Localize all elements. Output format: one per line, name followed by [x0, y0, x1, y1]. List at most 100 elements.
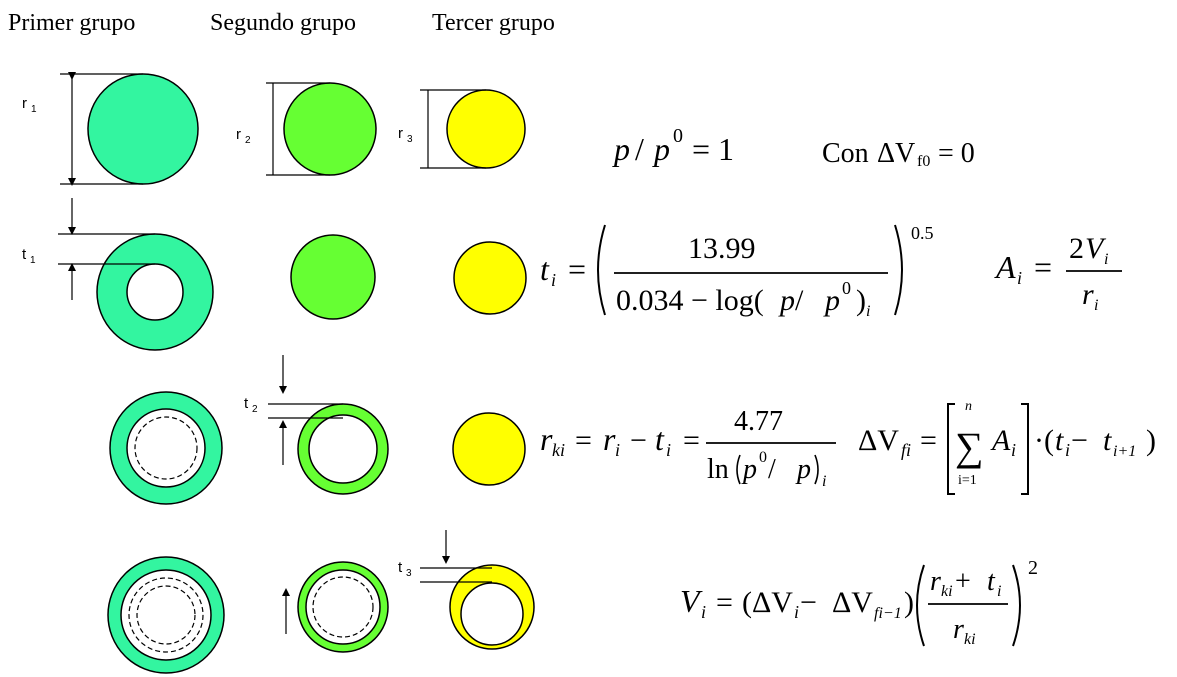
svg-text:/: / [795, 284, 804, 317]
svg-text:2: 2 [252, 404, 258, 415]
formula-film-volume-change: ΔV fi = n ∑ i=1 A i · ( t i − t i+1 ) [858, 399, 1156, 495]
svg-text:·: · [1034, 424, 1044, 457]
svg-text:=: = [1034, 249, 1052, 285]
svg-text:=: = [568, 251, 586, 287]
svg-text:f0: f0 [917, 153, 930, 170]
svg-text:i: i [701, 602, 706, 622]
svg-text:): ) [856, 284, 866, 317]
svg-text:r: r [540, 421, 553, 457]
formula-relative-pressure: p / p 0 = 1 [612, 125, 734, 167]
svg-text:=: = [683, 424, 700, 457]
svg-text:=: = [920, 424, 937, 457]
svg-text:i: i [866, 303, 870, 320]
svg-text:t: t [987, 566, 996, 597]
svg-text:p: p [612, 131, 630, 167]
svg-text:2: 2 [1069, 232, 1084, 265]
svg-text:r: r [1082, 278, 1094, 311]
svg-text:): ) [1146, 424, 1156, 457]
third-group-pore-full-row3 [452, 412, 526, 486]
svg-text:0: 0 [759, 449, 767, 466]
label-t1: t 1 [22, 246, 36, 266]
row-2: t 1 [22, 198, 527, 351]
svg-text:0.5: 0.5 [911, 223, 934, 243]
svg-text:t: t [244, 395, 249, 412]
svg-text:(: ( [1044, 424, 1054, 457]
formula-pore-volume: V i = ( ΔV i − ΔV fi−1 ) r ki + t i r ki… [680, 557, 1038, 648]
svg-text:r: r [22, 95, 27, 112]
second-group-pore-full-row2 [290, 234, 376, 320]
svg-text:t: t [1055, 424, 1064, 457]
svg-text:i=1: i=1 [958, 473, 977, 488]
svg-text:i: i [997, 583, 1001, 600]
svg-text:A: A [994, 249, 1016, 285]
svg-text:0.034 − log(: 0.034 − log( [616, 284, 764, 317]
svg-text:/: / [768, 454, 776, 485]
svg-text:0: 0 [842, 278, 851, 298]
svg-text:i: i [1065, 440, 1070, 460]
svg-text:t: t [540, 251, 550, 287]
svg-text:r: r [603, 421, 616, 457]
svg-text:i+1: i+1 [1113, 443, 1136, 460]
svg-text:i: i [1011, 440, 1016, 460]
formula-film-thickness: t i = 13.99 0.034 − log( p / p 0 ) i 0.5 [540, 223, 934, 320]
svg-text:): ) [904, 586, 914, 619]
svg-text:r: r [236, 126, 241, 143]
svg-text:ΔV: ΔV [858, 424, 899, 457]
svg-text:ΔV: ΔV [877, 138, 915, 169]
svg-text:−: − [1071, 424, 1088, 457]
header-third-group: Tercer grupo [432, 10, 555, 36]
label-t3: t 3 [398, 559, 412, 579]
third-group-pore-full [446, 89, 526, 169]
svg-text:t: t [1103, 424, 1112, 457]
svg-text:i: i [1094, 297, 1098, 314]
formula-area: A i = 2 V i r i [994, 232, 1122, 314]
svg-text:i: i [822, 473, 826, 490]
svg-text:=: = [692, 131, 710, 167]
svg-text:=: = [716, 586, 733, 619]
svg-text:t: t [398, 559, 403, 576]
svg-text:p: p [652, 131, 670, 167]
svg-text:∑: ∑ [955, 424, 984, 469]
header-second-group: Segundo grupo [210, 10, 356, 36]
svg-text:4.77: 4.77 [734, 406, 783, 437]
svg-text:(: ( [742, 586, 752, 619]
svg-text:2: 2 [1028, 557, 1038, 579]
svg-text:i: i [1104, 251, 1108, 268]
second-group-pore-full [283, 82, 377, 176]
svg-text:1: 1 [31, 104, 37, 115]
svg-text:Con: Con [822, 138, 869, 169]
label-r3: r 3 [398, 125, 413, 145]
formula-initial-condition: Con ΔV f0 = 0 [822, 138, 975, 170]
svg-text:V: V [680, 583, 703, 619]
svg-text:fi: fi [901, 440, 911, 460]
svg-text:−: − [630, 424, 647, 457]
svg-text:A: A [990, 424, 1011, 457]
svg-text:3: 3 [407, 134, 413, 145]
svg-text:3: 3 [406, 568, 412, 579]
svg-text:= 0: = 0 [938, 138, 975, 169]
svg-text:i: i [615, 440, 620, 460]
third-group-pore-full-row2 [453, 241, 527, 315]
svg-text:fi−1: fi−1 [874, 605, 902, 622]
svg-text:n: n [965, 399, 972, 414]
svg-text:ln: ln [707, 454, 729, 485]
first-group-pore-full [87, 73, 199, 185]
svg-text:t: t [22, 246, 27, 263]
svg-text:r: r [953, 614, 964, 645]
label-t2: t 2 [244, 395, 258, 415]
svg-text:ΔV: ΔV [832, 586, 873, 619]
svg-text:i: i [551, 270, 556, 290]
svg-text:−: − [800, 586, 817, 619]
svg-text:0: 0 [673, 125, 683, 147]
svg-text:i: i [666, 440, 671, 460]
svg-text:i: i [794, 602, 799, 622]
svg-text:=: = [575, 424, 592, 457]
svg-text:1: 1 [718, 131, 734, 167]
svg-text:p: p [795, 454, 811, 485]
header-first-group: Primer grupo [8, 10, 135, 36]
svg-text:p: p [741, 454, 757, 485]
svg-text:V: V [1085, 232, 1107, 265]
row-3: t 2 [109, 355, 526, 505]
svg-text:1: 1 [30, 255, 36, 266]
